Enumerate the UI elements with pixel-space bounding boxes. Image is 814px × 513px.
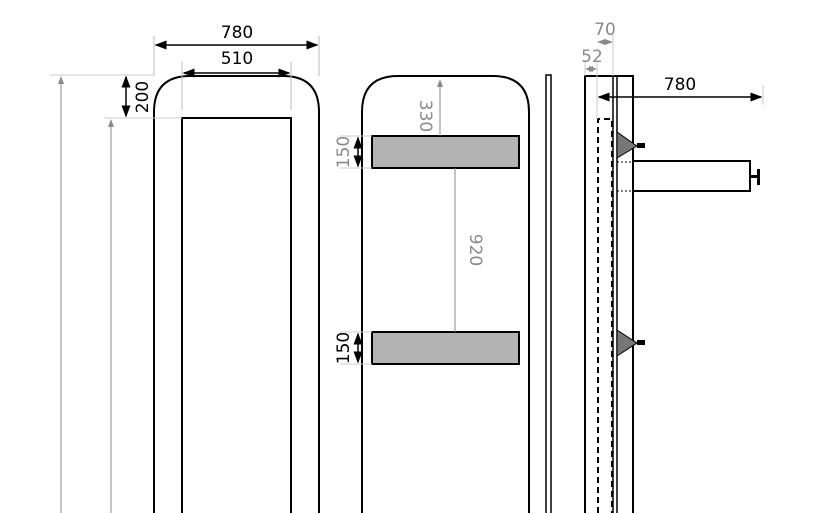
bracket-bottom (616, 329, 638, 357)
panel-outline (153, 75, 320, 513)
bracket-top (616, 131, 638, 159)
thickness-inner-label: 70 (594, 20, 616, 40)
rail-side (632, 160, 751, 192)
hidden-frame (597, 118, 613, 513)
rail-spacing-label: 920 (465, 234, 485, 266)
side-panel (584, 75, 634, 513)
rail-top-offset-label: 330 (415, 100, 435, 132)
rail-view: 920 330 150 150 (334, 75, 530, 513)
front-view: 780 510 200 (50, 23, 320, 513)
rail-height-bottom-label: 150 (334, 332, 354, 364)
rail-end-knob (750, 175, 757, 178)
thickness-outer-label: 52 (581, 47, 603, 67)
inner-width-label: 510 (221, 49, 253, 69)
towel-rail-top (371, 135, 520, 169)
side-view: 780 52 70 (581, 20, 764, 513)
panel-outline (361, 75, 530, 513)
width-label: 780 (221, 23, 253, 43)
projection-label: 780 (664, 75, 696, 95)
top-offset-label: 200 (133, 81, 153, 113)
towel-rail-bottom (371, 331, 520, 365)
rail-height-top-label: 150 (334, 136, 354, 168)
inner-window (181, 117, 292, 513)
thin-profile (545, 74, 552, 513)
